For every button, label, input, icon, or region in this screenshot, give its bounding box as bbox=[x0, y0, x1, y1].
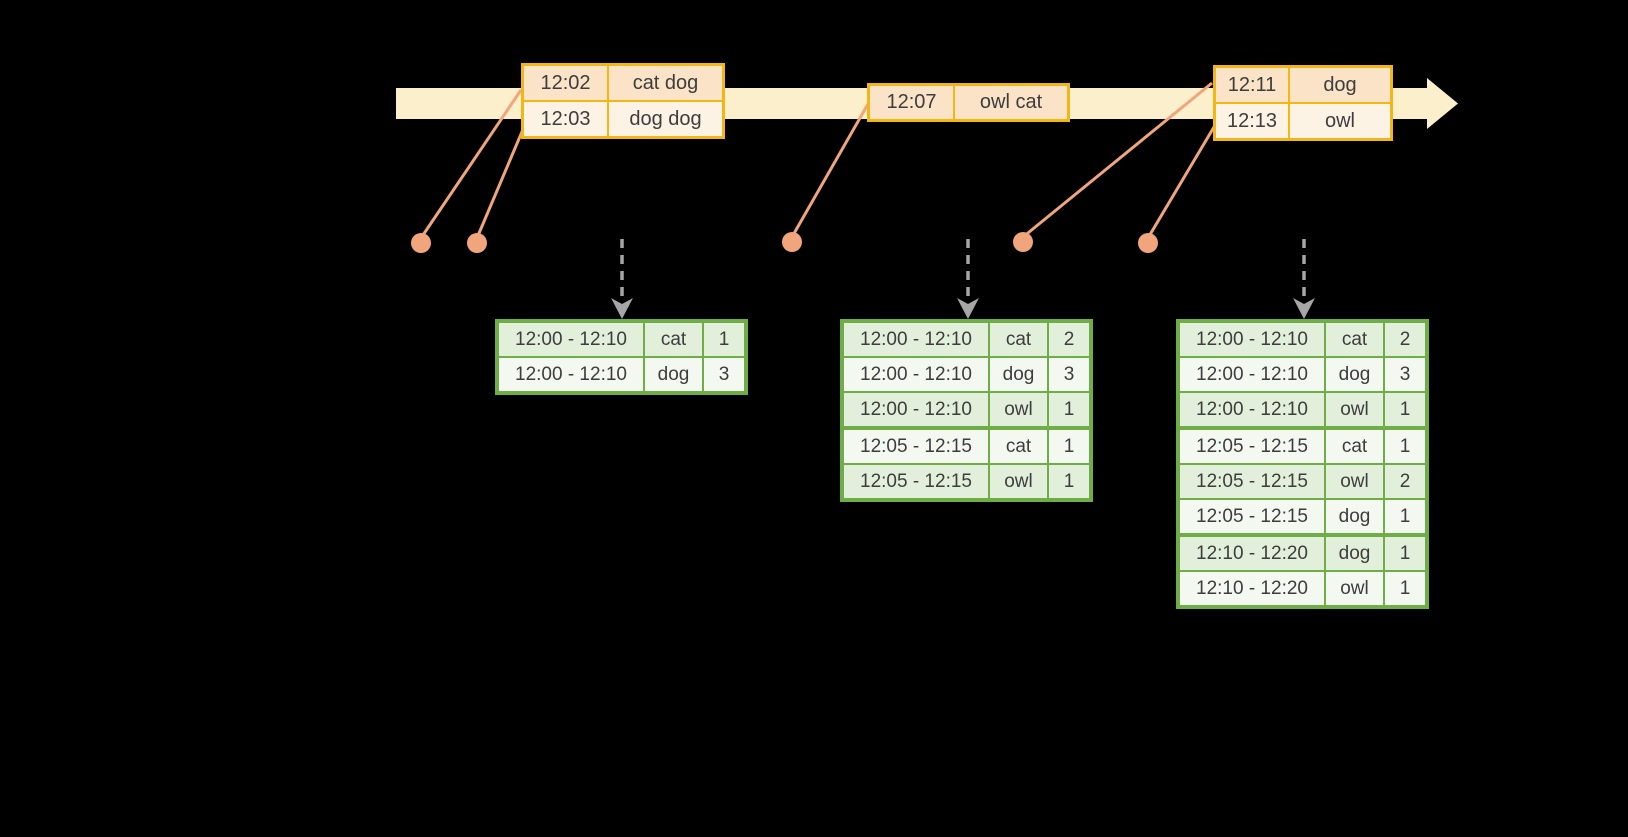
result-table-3: 12:00 - 12:10 cat 2 12:00 - 12:10 dog 3 … bbox=[1176, 319, 1429, 609]
window-cell: 12:00 - 12:10 bbox=[496, 320, 645, 358]
word-cell: cat bbox=[643, 320, 704, 358]
window-cell: 12:00 - 12:10 bbox=[496, 356, 645, 394]
result-row: 12:00 - 12:10 cat 2 bbox=[841, 320, 1092, 358]
count-cell: 1 bbox=[1047, 426, 1092, 465]
word-cell: owl bbox=[1324, 570, 1385, 608]
word-cell: dog bbox=[1324, 356, 1385, 393]
result-row: 12:10 - 12:20 owl 1 bbox=[1177, 570, 1428, 608]
event-time-cell: 12:11 bbox=[1213, 65, 1290, 104]
event-row: 12:03 dog dog bbox=[521, 100, 725, 139]
event-connector-line bbox=[1022, 81, 1213, 239]
result-row: 12:00 - 12:10 owl 1 bbox=[841, 391, 1092, 429]
result-table-1: 12:00 - 12:10 cat 1 12:00 - 12:10 dog 3 bbox=[495, 319, 748, 395]
count-cell: 1 bbox=[1047, 463, 1092, 501]
trigger-arrowhead-icon bbox=[957, 298, 979, 319]
word-cell: owl bbox=[988, 463, 1049, 501]
event-connector-line bbox=[475, 126, 526, 239]
word-cell: cat bbox=[988, 320, 1049, 358]
event-table-2: 12:07 owl cat bbox=[867, 83, 1070, 122]
result-row: 12:05 - 12:15 owl 2 bbox=[1177, 463, 1428, 500]
event-time-cell: 12:02 bbox=[521, 63, 609, 102]
count-cell: 1 bbox=[1383, 391, 1428, 429]
word-cell: dog bbox=[643, 356, 704, 394]
window-cell: 12:05 - 12:15 bbox=[1177, 463, 1326, 500]
window-cell: 12:05 - 12:15 bbox=[1177, 498, 1326, 536]
window-cell: 12:00 - 12:10 bbox=[1177, 320, 1326, 358]
count-cell: 2 bbox=[1383, 463, 1428, 500]
result-row: 12:00 - 12:10 cat 2 bbox=[1177, 320, 1428, 358]
event-row: 12:11 dog bbox=[1213, 65, 1393, 104]
event-dot bbox=[1013, 232, 1033, 252]
event-dot bbox=[467, 233, 487, 253]
result-row: 12:00 - 12:10 cat 1 bbox=[496, 320, 747, 358]
word-cell: cat bbox=[1324, 320, 1385, 358]
window-cell: 12:00 - 12:10 bbox=[841, 320, 990, 358]
event-dot bbox=[782, 232, 802, 252]
result-row: 12:10 - 12:20 dog 1 bbox=[1177, 533, 1428, 572]
count-cell: 3 bbox=[1047, 356, 1092, 393]
window-cell: 12:05 - 12:15 bbox=[841, 463, 990, 501]
window-cell: 12:00 - 12:10 bbox=[841, 391, 990, 429]
window-cell: 12:05 - 12:15 bbox=[841, 426, 990, 465]
word-cell: owl bbox=[1324, 391, 1385, 429]
count-cell: 2 bbox=[1383, 320, 1428, 358]
count-cell: 1 bbox=[1383, 570, 1428, 608]
event-dot bbox=[1138, 233, 1158, 253]
count-cell: 3 bbox=[702, 356, 747, 394]
event-connector-line bbox=[1146, 126, 1216, 239]
window-cell: 12:10 - 12:20 bbox=[1177, 570, 1326, 608]
count-cell: 2 bbox=[1047, 320, 1092, 358]
event-words-cell: cat dog bbox=[607, 63, 725, 102]
count-cell: 1 bbox=[1047, 391, 1092, 429]
event-connector-line bbox=[419, 89, 523, 239]
count-cell: 1 bbox=[1383, 533, 1428, 572]
event-words-cell: dog bbox=[1288, 65, 1393, 104]
count-cell: 3 bbox=[1383, 356, 1428, 393]
event-words-cell: owl bbox=[1288, 102, 1393, 141]
count-cell: 1 bbox=[702, 320, 747, 358]
result-row: 12:05 - 12:15 cat 1 bbox=[1177, 426, 1428, 465]
event-row: 12:07 owl cat bbox=[867, 83, 1070, 122]
window-cell: 12:00 - 12:10 bbox=[841, 356, 990, 393]
count-cell: 1 bbox=[1383, 426, 1428, 465]
event-time-cell: 12:13 bbox=[1213, 102, 1290, 141]
word-cell: dog bbox=[988, 356, 1049, 393]
result-row: 12:00 - 12:10 dog 3 bbox=[841, 356, 1092, 393]
event-words-cell: dog dog bbox=[607, 100, 725, 139]
event-connector-line bbox=[790, 103, 870, 238]
result-row: 12:00 - 12:10 dog 3 bbox=[1177, 356, 1428, 393]
trigger-arrowhead-icon bbox=[1293, 298, 1315, 319]
result-row: 12:00 - 12:10 owl 1 bbox=[1177, 391, 1428, 429]
event-row: 12:02 cat dog bbox=[521, 63, 725, 102]
result-row: 12:05 - 12:15 cat 1 bbox=[841, 426, 1092, 465]
window-cell: 12:10 - 12:20 bbox=[1177, 533, 1326, 572]
timeline-arrowhead-icon bbox=[1427, 78, 1458, 129]
word-cell: dog bbox=[1324, 498, 1385, 536]
result-table-2: 12:00 - 12:10 cat 2 12:00 - 12:10 dog 3 … bbox=[840, 319, 1093, 502]
window-cell: 12:00 - 12:10 bbox=[1177, 391, 1326, 429]
count-cell: 1 bbox=[1383, 498, 1428, 536]
window-cell: 12:05 - 12:15 bbox=[1177, 426, 1326, 465]
result-row: 12:05 - 12:15 owl 1 bbox=[841, 463, 1092, 501]
result-row: 12:00 - 12:10 dog 3 bbox=[496, 356, 747, 394]
result-row: 12:05 - 12:15 dog 1 bbox=[1177, 498, 1428, 536]
event-table-1: 12:02 cat dog 12:03 dog dog bbox=[521, 63, 725, 139]
word-cell: cat bbox=[1324, 426, 1385, 465]
word-cell: cat bbox=[988, 426, 1049, 465]
word-cell: dog bbox=[1324, 533, 1385, 572]
event-time-cell: 12:07 bbox=[867, 83, 955, 122]
word-cell: owl bbox=[988, 391, 1049, 429]
event-time-cell: 12:03 bbox=[521, 100, 609, 139]
window-cell: 12:00 - 12:10 bbox=[1177, 356, 1326, 393]
event-row: 12:13 owl bbox=[1213, 102, 1393, 141]
event-dot bbox=[411, 233, 431, 253]
event-words-cell: owl cat bbox=[953, 83, 1070, 122]
word-cell: owl bbox=[1324, 463, 1385, 500]
event-table-3: 12:11 dog 12:13 owl bbox=[1213, 65, 1393, 141]
trigger-arrowhead-icon bbox=[611, 298, 633, 319]
